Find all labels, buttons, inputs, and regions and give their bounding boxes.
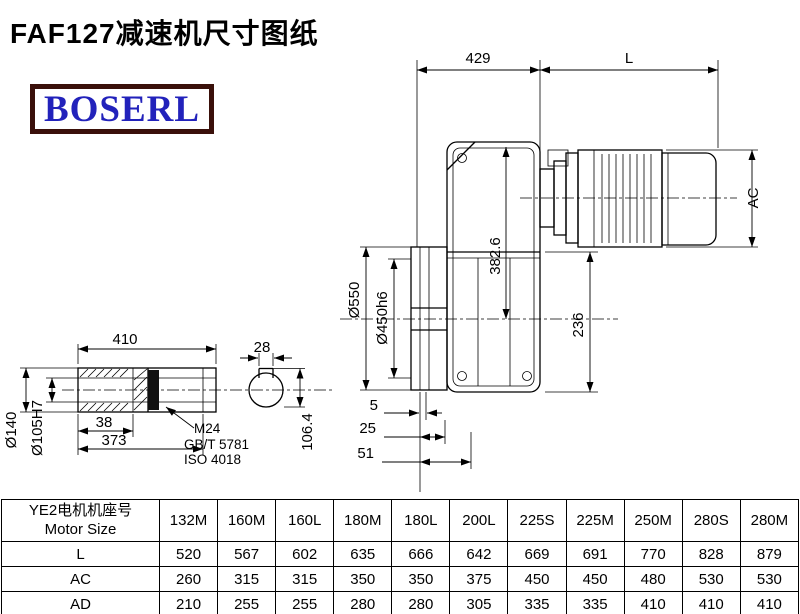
standard-1-label: GB/T 5781	[184, 437, 249, 452]
centerlines	[62, 197, 737, 391]
brand-logo: BOSERL	[30, 84, 214, 134]
shaft-body-length-label: 373	[101, 432, 126, 449]
dim-offset-large-label: 51	[357, 445, 374, 462]
standard-2-label: ISO 4018	[184, 452, 241, 467]
table-col-header: 160L	[275, 499, 335, 542]
table-value-cell: 335	[565, 591, 625, 614]
housing-bolt-icon	[457, 371, 467, 381]
shaft-cross-section: 28 106.4	[240, 339, 316, 451]
table-value-cell: 450	[507, 566, 567, 592]
shaft-retainer	[148, 370, 159, 410]
dim-motor-diameter-label: AC	[745, 187, 762, 208]
table-value-cell: 602	[275, 541, 335, 567]
table-value-cell: 315	[217, 566, 277, 592]
motor-body	[577, 149, 663, 248]
table-header-en: Motor Size	[44, 520, 117, 538]
motor	[539, 149, 717, 248]
dim-center-height-label: 382.6	[487, 237, 504, 275]
table-col-header: 225M	[565, 499, 625, 542]
table-value-cell: 280	[333, 591, 393, 614]
table-row-label: L	[1, 541, 160, 567]
table-col-header: 180M	[333, 499, 393, 542]
motor-fins	[601, 154, 652, 243]
table-value-cell: 635	[333, 541, 393, 567]
table-value-cell: 530	[681, 566, 741, 592]
table-row-label: AD	[1, 591, 160, 614]
dim-flange-to-base-label: 236	[570, 312, 587, 337]
shaft-outer-diameter-label: Ø140	[3, 412, 20, 449]
dim-spigot-diameter-label: Ø450h6	[374, 291, 391, 344]
table-value-cell: 255	[275, 591, 335, 614]
table-value-cell: 669	[507, 541, 567, 567]
table-row-label: AC	[1, 566, 160, 592]
shaft-bore-diameter-label: Ø105H7	[29, 400, 46, 456]
table-value-cell: 260	[158, 566, 219, 592]
table-value-cell: 255	[217, 591, 277, 614]
table-value-cell: 666	[391, 541, 451, 567]
table-value-cell: 770	[623, 541, 683, 567]
table-value-cell: 315	[275, 566, 335, 592]
page-title: FAF127减速机尺寸图纸	[10, 18, 319, 49]
shaft-end-step-label: 38	[96, 414, 113, 431]
table-value-cell: 530	[739, 566, 800, 592]
dim-offset-mid-label: 25	[359, 420, 376, 437]
table-col-header: 250M	[623, 499, 683, 542]
table-header-cn: YE2电机机座号	[28, 501, 133, 519]
table-value-cell: 480	[623, 566, 683, 592]
keyway-height-label: 106.4	[299, 413, 316, 451]
thread-leader-line	[165, 406, 195, 429]
table-value-cell: 691	[565, 541, 625, 567]
motor-terminal-box	[547, 149, 569, 167]
table-col-header: 225S	[507, 499, 567, 542]
table-value-cell: 410	[623, 591, 683, 614]
thread-label: M24	[194, 421, 221, 436]
table-value-cell: 642	[449, 541, 509, 567]
table-col-header: 160M	[217, 499, 277, 542]
table-col-header: 180L	[391, 499, 451, 542]
table-value-cell: 335	[507, 591, 567, 614]
keyway-width-label: 28	[254, 339, 271, 356]
housing-bolt-icon	[457, 153, 467, 163]
table-col-header: 280M	[739, 499, 800, 542]
table-value-cell: 375	[449, 566, 509, 592]
table-value-cell: 350	[391, 566, 451, 592]
output-flange	[410, 246, 448, 391]
table-value-cell: 567	[217, 541, 277, 567]
motor-fan-cowl	[661, 152, 717, 246]
table-value-cell: 280	[391, 591, 451, 614]
dim-offset-small-label: 5	[370, 397, 378, 414]
brand-logo-text: BOSERL	[43, 88, 201, 130]
dim-flange-diameter-label: Ø550	[346, 282, 363, 319]
housing-bolt-icon	[522, 371, 532, 381]
table-col-header: 200L	[449, 499, 509, 542]
table-value-cell: 879	[739, 541, 800, 567]
main-dimensions: 429 L AC Ø550 Ø450h6 382.6 236 5 25 51	[346, 50, 762, 492]
table-value-cell: 410	[681, 591, 741, 614]
table-value-cell: 828	[681, 541, 741, 567]
dim-motor-length-label: L	[625, 50, 633, 67]
table-value-cell: 305	[449, 591, 509, 614]
table-value-cell: 350	[333, 566, 393, 592]
table-value-cell: 450	[565, 566, 625, 592]
shaft-detail: 410 38 373 Ø140 Ø105H7 M24 GB/T 5781 ISO…	[3, 331, 249, 467]
dim-top-width-label: 429	[465, 50, 490, 67]
shaft-hatching	[79, 368, 148, 412]
table-value-cell: 520	[158, 541, 219, 567]
table-value-cell: 410	[739, 591, 800, 614]
shaft-total-length-label: 410	[112, 331, 137, 348]
table-col-header: 280S	[681, 499, 741, 542]
technical-drawing: 429 L AC Ø550 Ø450h6 382.6 236 5 25 51	[3, 50, 762, 492]
table-value-cell: 210	[158, 591, 219, 614]
table-col-header: 132M	[158, 499, 219, 542]
